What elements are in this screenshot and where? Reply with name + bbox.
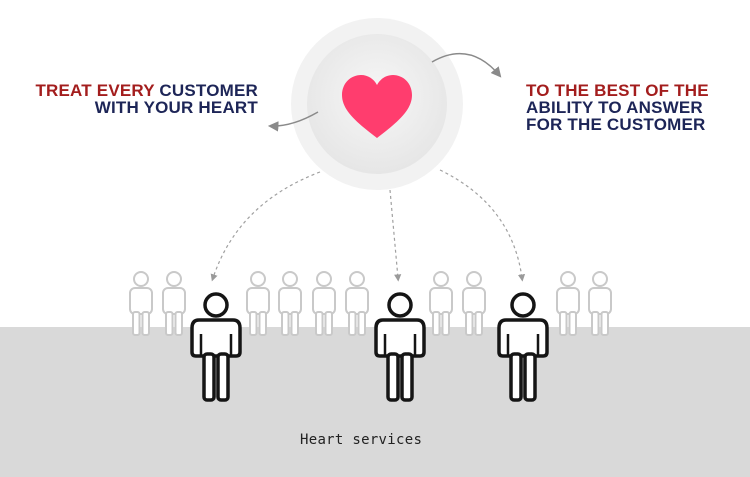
curved-arrow-icon <box>431 52 502 78</box>
service-staff-group <box>190 292 549 402</box>
dashed-arrow-center <box>389 189 402 282</box>
dashed-arrow-right <box>439 169 526 282</box>
dashed-arrow-left <box>210 171 321 282</box>
person-icon <box>588 271 612 336</box>
footer-label: Heart services <box>300 432 423 448</box>
person-icon <box>312 271 336 336</box>
curved-arrow-icon <box>267 111 319 132</box>
person-icon <box>497 292 549 402</box>
slogan-right-line3: FOR THE CUSTOMER <box>526 115 706 134</box>
slogan-right: TO THE BEST OF THE ABILITY TO ANSWER FOR… <box>526 82 746 133</box>
slogan-left-line2: WITH YOUR HEART <box>94 98 258 117</box>
person-icon <box>246 271 270 336</box>
person-icon <box>129 271 153 336</box>
person-icon <box>345 271 369 336</box>
slogan-left-red: TREAT EVERY <box>35 81 155 100</box>
heart-icon <box>342 75 412 138</box>
slogan-left: TREAT EVERY CUSTOMER WITH YOUR HEART <box>20 82 258 116</box>
person-icon <box>374 292 426 402</box>
slogan-right-line1: TO THE BEST OF THE <box>526 81 709 100</box>
person-icon <box>190 292 242 402</box>
person-icon <box>462 271 486 336</box>
person-icon <box>162 271 186 336</box>
person-icon <box>556 271 580 336</box>
slogan-left-navy: CUSTOMER <box>159 81 258 100</box>
person-icon <box>429 271 453 336</box>
slogan-right-line2: ABILITY TO ANSWER <box>526 98 703 117</box>
person-icon <box>278 271 302 336</box>
